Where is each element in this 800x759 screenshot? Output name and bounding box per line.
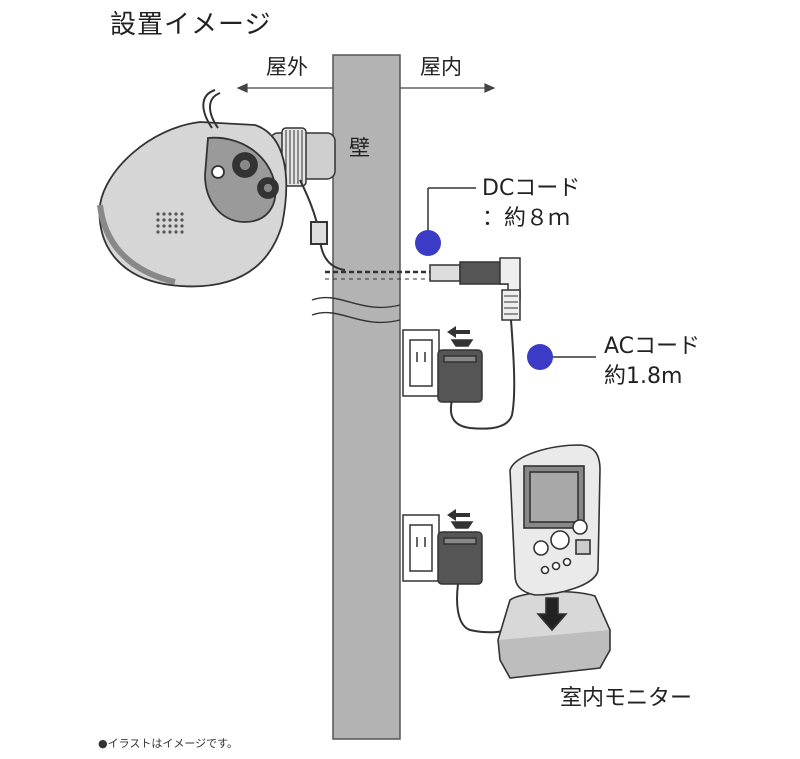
wall-break bbox=[311, 296, 401, 324]
camera-unit bbox=[97, 89, 288, 288]
dc-plug bbox=[429, 257, 521, 321]
dc-cord-callout: DCコード ：約８ｍ bbox=[482, 174, 580, 234]
outdoor-label: 屋外 bbox=[266, 55, 308, 79]
lower-wall-outlet bbox=[402, 514, 440, 582]
upper-wall-outlet bbox=[402, 329, 440, 397]
monitor-stand bbox=[497, 590, 611, 679]
lower-ac-adapter bbox=[437, 521, 483, 585]
dc-cord-length: ：約８ｍ bbox=[482, 206, 571, 231]
upper-ac-adapter bbox=[437, 339, 483, 403]
indoor-arrow bbox=[400, 83, 496, 93]
ac-cord-callout: ACコード 約1.8m bbox=[604, 332, 700, 392]
monitor-label: 室内モニター bbox=[560, 686, 693, 711]
ac-cord-upper bbox=[450, 319, 516, 430]
upper-plug-arrow bbox=[447, 326, 470, 338]
camera-cable bbox=[299, 179, 346, 271]
lower-plug-arrow bbox=[447, 509, 470, 521]
outdoor-arrow bbox=[236, 83, 333, 93]
indoor-monitor bbox=[509, 444, 601, 596]
ac-cord-length: 約1.8m bbox=[604, 364, 683, 389]
page-title: 設置イメージ bbox=[110, 10, 272, 40]
camera-mount bbox=[269, 127, 336, 187]
dc-cord-marker bbox=[415, 187, 476, 256]
camera-speaker-grille bbox=[156, 212, 184, 234]
indoor-label: 屋内 bbox=[420, 55, 462, 79]
ac-cord-name: ACコード bbox=[604, 334, 701, 359]
dc-cord-name: DCコード bbox=[482, 176, 581, 201]
wall-label: 壁 bbox=[349, 136, 370, 160]
ac-cord-marker bbox=[527, 344, 596, 370]
footnote: ●イラストはイメージです。 bbox=[98, 737, 239, 750]
wall bbox=[332, 54, 401, 740]
